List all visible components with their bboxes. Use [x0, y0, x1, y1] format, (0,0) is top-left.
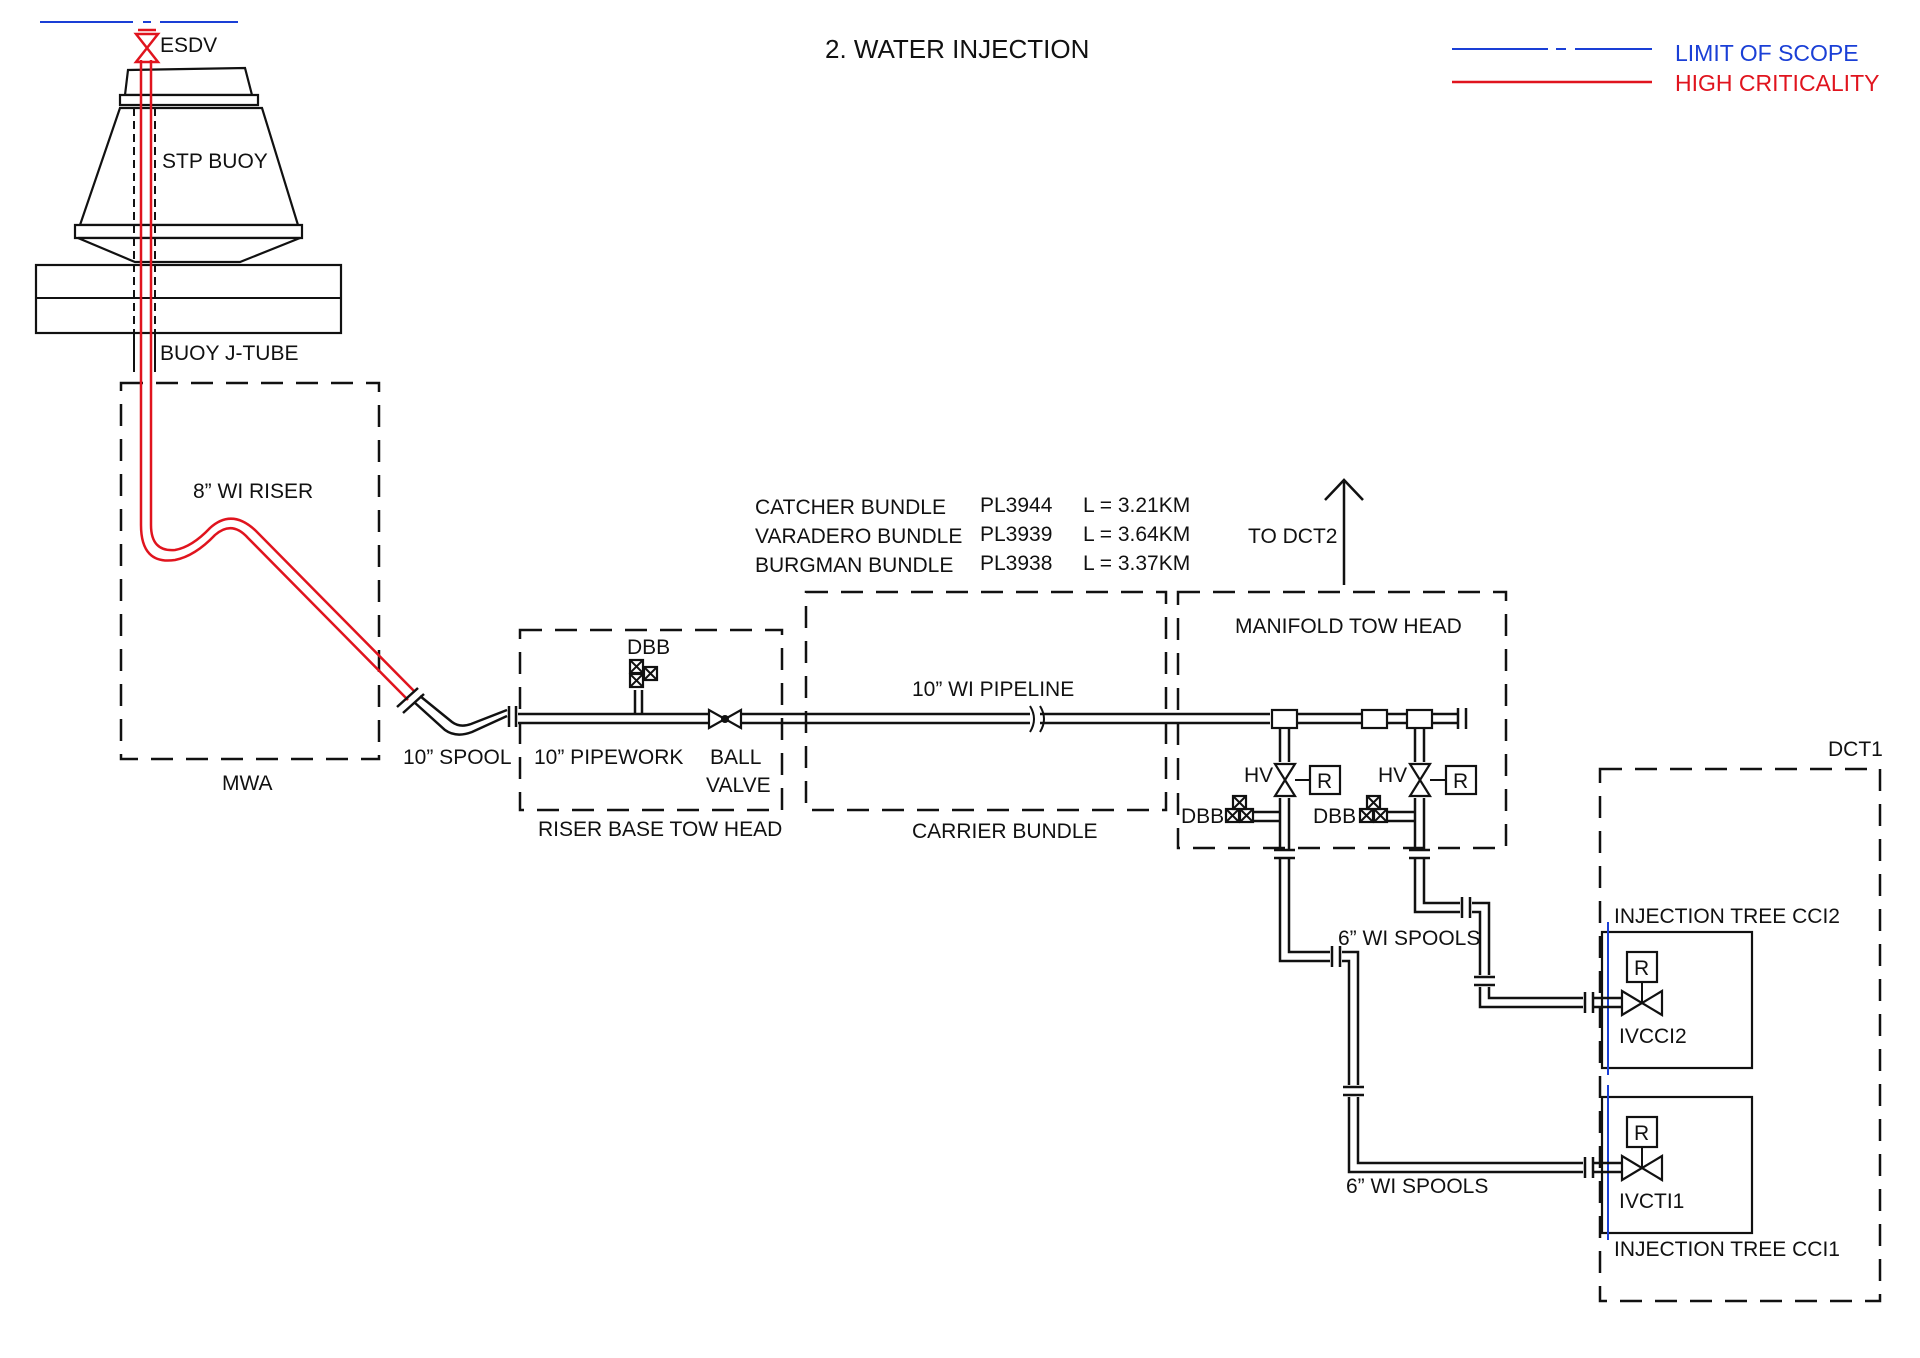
carrier-bundle-boundary: [804, 590, 1168, 812]
dbb-1-icon: [1225, 795, 1254, 823]
spool-10in: 10” SPOOL: [396, 687, 518, 769]
legend: LIMIT OF SCOPE HIGH CRITICALITY: [1452, 40, 1879, 96]
upper-spools-label: 6” WI SPOOLS: [1338, 927, 1480, 950]
lower-spools-label: 6” WI SPOOLS: [1346, 1175, 1488, 1198]
legend-high-criticality: HIGH CRITICALITY: [1675, 70, 1879, 96]
hv-2-actuator: [1444, 764, 1478, 796]
hv-1-label: HV: [1244, 764, 1273, 787]
ball-valve-label-2: VALVE: [706, 774, 771, 797]
dct1-boundary: [1598, 767, 1882, 1303]
bundle-length-0: L = 3.21KM: [1083, 494, 1190, 517]
manifold-boundary: [1176, 590, 1508, 850]
riser-base-dbb-label: DBB: [627, 636, 670, 659]
ivcti1-r-label: R: [1634, 1122, 1649, 1145]
bundle-pl-2: PL3938: [980, 552, 1052, 575]
ivcti1-label: IVCTI1: [1619, 1190, 1684, 1213]
dbb-2-label: DBB: [1313, 805, 1356, 828]
hv-1-r-label: R: [1317, 770, 1332, 793]
injection-tree-cci1: INJECTION TREE CCI1 R IVCTI1: [1593, 1085, 1840, 1261]
ivcci2-r-label: R: [1634, 957, 1649, 980]
manifold-tee-2: [1405, 708, 1434, 730]
wi-spool-to-cci2: [1413, 858, 1595, 1013]
ivcci2-actuator: [1625, 950, 1659, 984]
pipeline-break-symbol: [1029, 705, 1045, 733]
ivcci2-label: IVCCI2: [1619, 1025, 1687, 1048]
manifold-branch-1: R HV DBB: [1181, 728, 1342, 860]
hv-valve-1-icon: [1273, 762, 1297, 798]
bundle-pl-1: PL3939: [980, 523, 1052, 546]
bundle-length-1: L = 3.64KM: [1083, 523, 1190, 546]
manifold-label: MANIFOLD TOW HEAD: [1235, 615, 1462, 638]
riser-base-boundary: [518, 628, 784, 812]
legend-limit-of-scope: LIMIT OF SCOPE: [1675, 40, 1859, 66]
bundle-length-2: L = 3.37KM: [1083, 552, 1190, 575]
hv-2-label: HV: [1378, 764, 1407, 787]
bundle-name-0: CATCHER BUNDLE: [755, 496, 946, 519]
spool-label: 10” SPOOL: [403, 746, 512, 769]
esdv-label: ESDV: [160, 34, 217, 57]
injection-tree-cci2: INJECTION TREE CCI2 R IVCCI2: [1593, 905, 1840, 1075]
wi-riser: [139, 60, 416, 701]
stp-buoy: ESDV STP BUOY BUOY J-TUBE: [34, 21, 343, 372]
wi-spool-to-cci1: [1278, 858, 1595, 1178]
hv-valve-2-icon: [1408, 762, 1432, 798]
cci1-tree-label: INJECTION TREE CCI1: [1614, 1238, 1840, 1261]
manifold-tee-1: [1270, 708, 1299, 730]
stp-buoy-label: STP BUOY: [162, 150, 268, 173]
manifold-branch-2: R HV DBB: [1313, 728, 1478, 860]
to-dct2-label: TO DCT2: [1248, 525, 1337, 548]
cci2-tree-label: INJECTION TREE CCI2: [1614, 905, 1840, 928]
carrier-bundle-label: CARRIER BUNDLE: [912, 820, 1098, 843]
bundle-name-1: VARADERO BUNDLE: [755, 525, 962, 548]
wi-pipeline-10in: [518, 705, 1468, 733]
pipework-label: 10” PIPEWORK: [534, 746, 683, 769]
buoy-cap: [123, 66, 254, 97]
hv-1-actuator: [1308, 764, 1342, 796]
dbb-1-label: DBB: [1181, 805, 1224, 828]
esdv-valve-icon: [133, 32, 161, 64]
bundle-pl-0: PL3944: [980, 494, 1053, 517]
manifold-fitting: [1360, 708, 1389, 730]
pipeline-label: 10” WI PIPELINE: [912, 678, 1074, 701]
dbb-2-icon: [1359, 795, 1388, 823]
dct1-label: DCT1: [1828, 738, 1883, 761]
mwa-label: MWA: [222, 772, 273, 795]
ball-valve-label-1: BALL: [710, 746, 761, 769]
riser-label: 8” WI RISER: [193, 480, 313, 503]
bundle-name-2: BURGMAN BUNDLE: [755, 554, 953, 577]
bundle-table: CATCHER BUNDLE PL3944 L = 3.21KM VARADER…: [755, 494, 1190, 577]
riser-base-label: RISER BASE TOW HEAD: [538, 818, 782, 841]
mwa-boundary: [119, 381, 381, 761]
buoy-j-tube-label: BUOY J-TUBE: [160, 342, 298, 365]
to-dct2-arrow: [1324, 478, 1364, 585]
ivcti1-actuator: [1625, 1115, 1659, 1149]
hv-2-r-label: R: [1453, 770, 1468, 793]
diagram-title: 2. WATER INJECTION: [825, 34, 1089, 64]
riser-base-dbb-icon: [628, 658, 659, 714]
